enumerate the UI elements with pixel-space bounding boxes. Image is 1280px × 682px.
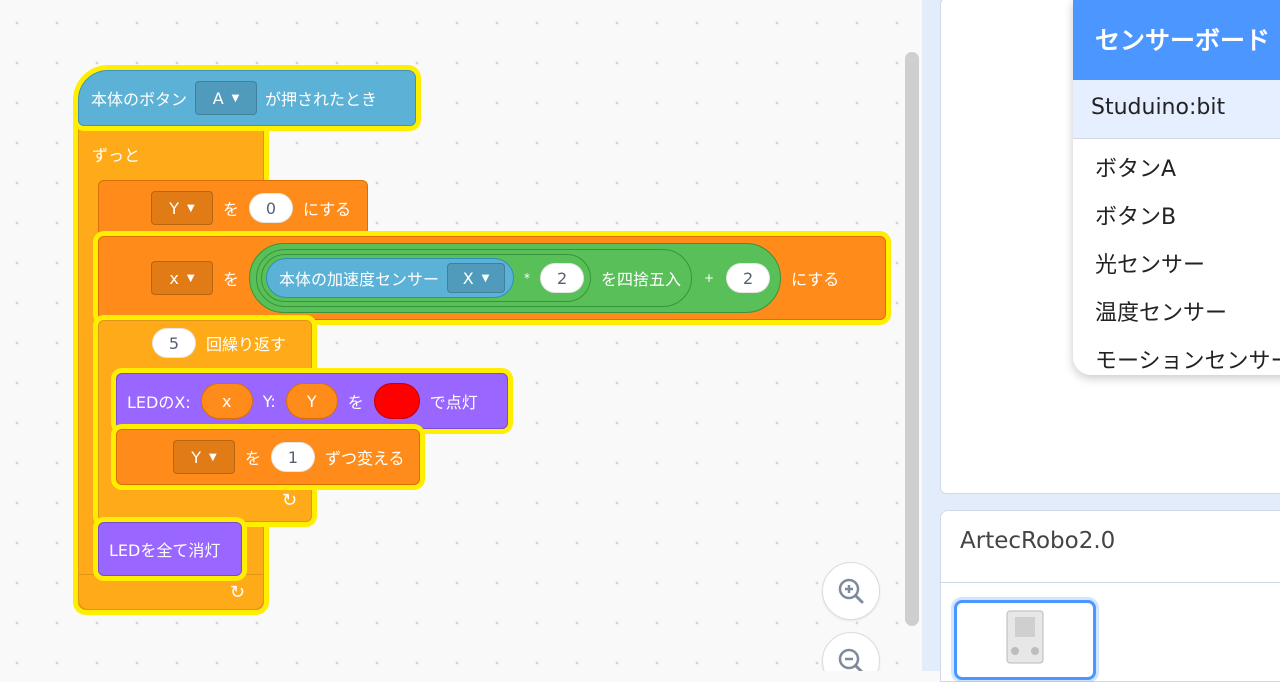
led-prefix: LEDのX: — [127, 393, 191, 412]
set-x-to-label: を — [223, 270, 240, 289]
led-x-reporter[interactable]: x — [200, 383, 253, 419]
chevron-down-icon: ▼ — [209, 451, 217, 463]
repeat-loop-arrow-icon: ↻ — [282, 490, 298, 511]
repeat-count-input[interactable]: 5 — [152, 328, 196, 358]
popup-item-temperature-sensor[interactable]: 温度センサー — [1095, 301, 1228, 326]
variable-dropdown-value: Y — [169, 198, 180, 218]
change-wo: を — [245, 449, 262, 468]
multiply-operator[interactable]: 本体の加速度センサー X ▼ * 2 — [261, 254, 592, 302]
set-variable-block[interactable]: Y ▼ を 0 にする — [98, 180, 368, 236]
change-variable-dropdown[interactable]: Y ▼ — [173, 440, 235, 474]
popup-selected-board[interactable]: Studuino:bit — [1073, 80, 1280, 139]
popup-item-motion-sensor[interactable]: モーションセンサー — [1095, 349, 1280, 374]
multiply-value-input[interactable]: 2 — [540, 263, 585, 293]
led-all-off-label: LEDを全て消灯 — [109, 541, 221, 560]
set-value-input[interactable]: 0 — [249, 193, 294, 223]
led-y-reporter[interactable]: Y — [285, 383, 338, 419]
round-label: を四捨五入 — [601, 270, 682, 289]
multiply-sign: * — [524, 271, 531, 285]
board-tile[interactable] — [954, 600, 1096, 680]
led-all-off-block[interactable]: LEDを全て消灯 — [98, 522, 242, 576]
forever-label: ずっと — [92, 146, 141, 165]
popup-item-light-sensor[interactable]: 光センサー — [1095, 253, 1206, 278]
extension-title: ArtecRobo2.0 — [960, 528, 1116, 554]
repeat-header: 5 回繰り返す — [152, 328, 286, 358]
sensor-board-popup: センサーボード Studuino:bit ボタンA ボタンB 光センサー 温度セ… — [1073, 0, 1280, 375]
led-suffix: で点灯 — [429, 393, 478, 412]
led-y-label: Y: — [262, 391, 276, 411]
forever-bottom-arm: ↻ — [78, 574, 264, 610]
zoom-in-button[interactable] — [822, 562, 880, 620]
extension-divider — [940, 582, 1280, 583]
led-color-swatch[interactable] — [373, 383, 420, 419]
set-x-suffix: にする — [791, 270, 840, 289]
plus-value-input[interactable]: 2 — [726, 263, 771, 293]
led-on-block[interactable]: LEDのX: x Y: Y を で点灯 — [116, 373, 508, 429]
popup-item-button-b[interactable]: ボタンB — [1095, 205, 1177, 230]
vertical-scrollbar[interactable] — [905, 52, 919, 626]
accel-sensor-reporter[interactable]: 本体の加速度センサー X ▼ — [266, 258, 515, 298]
change-variable-value: Y — [191, 447, 202, 467]
popup-item-button-a[interactable]: ボタンA — [1095, 157, 1177, 182]
chevron-down-icon: ▼ — [187, 202, 195, 214]
led-wo: を — [347, 393, 364, 412]
repeat-label: 回繰り返す — [206, 335, 287, 354]
sensor-label: 本体の加速度センサー — [279, 270, 440, 289]
axis-dropdown[interactable]: X ▼ — [447, 263, 506, 293]
when-button-pressed-hat[interactable]: 本体のボタン A ▼ が押されたとき — [78, 70, 416, 126]
zoom-out-icon — [838, 648, 864, 671]
loop-arrow-icon: ↻ — [229, 581, 245, 603]
button-dropdown-value: A — [212, 88, 224, 108]
variable-x-value: x — [169, 268, 179, 288]
axis-value: X — [462, 268, 474, 288]
chevron-down-icon: ▼ — [231, 92, 240, 104]
button-dropdown[interactable]: A ▼ — [195, 81, 258, 115]
change-variable-block[interactable]: Y ▼ を 1 ずつ変える — [116, 429, 420, 485]
chevron-down-icon: ▼ — [481, 272, 490, 284]
set-suffix: にする — [303, 200, 352, 219]
change-suffix: ずつ変える — [325, 449, 405, 468]
variable-dropdown-x[interactable]: x ▼ — [151, 261, 213, 295]
variable-dropdown[interactable]: Y ▼ — [151, 191, 213, 225]
hat-suffix: が押されたとき — [265, 90, 378, 109]
add-operator[interactable]: 本体の加速度センサー X ▼ * 2 を四捨五入 + 2 — [249, 243, 782, 313]
set-x-block[interactable]: x ▼ を 本体の加速度センサー X ▼ * 2 — [98, 236, 886, 320]
zoom-out-button[interactable] — [822, 632, 880, 671]
set-to-label: を — [223, 200, 240, 219]
change-value-input[interactable]: 1 — [271, 442, 316, 472]
round-operator[interactable]: 本体の加速度センサー X ▼ * 2 を四捨五入 — [256, 249, 693, 307]
chevron-down-icon: ▼ — [186, 272, 195, 284]
board-icon — [1006, 610, 1044, 664]
zoom-in-icon — [838, 578, 864, 604]
code-workspace[interactable]: ↻ ずっと 本体のボタン A ▼ が押されたとき Y ▼ を 0 にする x ▼… — [0, 0, 922, 671]
popup-header: センサーボード — [1073, 0, 1280, 80]
hat-prefix: 本体のボタン — [91, 90, 188, 109]
plus-sign: + — [704, 271, 715, 285]
